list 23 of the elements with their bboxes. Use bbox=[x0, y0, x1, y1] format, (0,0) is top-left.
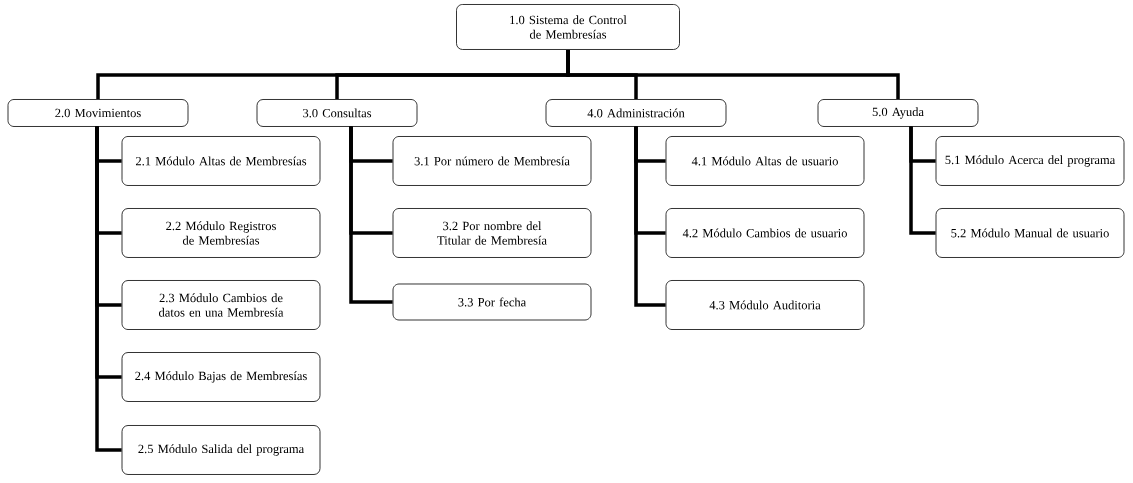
module-box: 2.0 Movimientos bbox=[7, 99, 189, 127]
module-box: 2.4 Módulo Bajas de Membresías bbox=[121, 352, 321, 402]
module-box: 4.2 Módulo Cambios de usuario bbox=[665, 208, 865, 258]
title-box: 1.0 Sistema de Control de Membresías bbox=[456, 4, 680, 50]
connector-line bbox=[634, 126, 666, 307]
connector-line bbox=[349, 126, 393, 304]
module-box: 5.0 Ayuda bbox=[817, 99, 979, 127]
module-box: 2.1 Módulo Altas de Membresías bbox=[121, 136, 321, 186]
module-box: 4.1 Módulo Altas de usuario bbox=[665, 136, 865, 186]
module-box: 2.2 Módulo Registros de Membresías bbox=[121, 208, 321, 258]
connector-line bbox=[566, 49, 900, 100]
module-box: 5.1 Módulo Acerca del programa bbox=[935, 136, 1125, 186]
module-box: 5.2 Módulo Manual de usuario bbox=[935, 208, 1125, 258]
module-box: 4.0 Administración bbox=[545, 99, 727, 127]
connector-line bbox=[909, 126, 936, 235]
module-box: 3.2 Por nombre del Titular de Membresía bbox=[392, 208, 592, 258]
module-box: 2.5 Módulo Salida del programa bbox=[121, 425, 321, 475]
module-box: 3.1 Por número de Membresía bbox=[392, 136, 592, 186]
module-box: 4.3 Módulo Auditoria bbox=[665, 280, 865, 330]
module-box: 3.3 Por fecha bbox=[392, 283, 592, 321]
connector-line bbox=[95, 126, 122, 452]
module-box: 3.0 Consultas bbox=[256, 99, 418, 127]
module-box: 2.3 Módulo Cambios de datos en una Membresía bbox=[121, 280, 321, 330]
